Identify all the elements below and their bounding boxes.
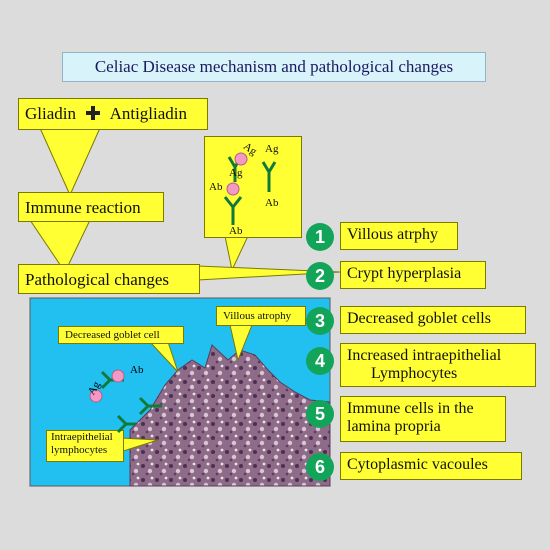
badge-3: 3 [306, 307, 334, 335]
badge-1: 1 [306, 223, 334, 251]
change-6: Cytoplasmic vacoules [340, 452, 522, 480]
antibody-icon-3 [223, 196, 243, 225]
goblet-callout: Decreased goblet cell [58, 326, 184, 344]
change-5-line1: Immune cells in the [347, 400, 474, 417]
antigen-icon-1 [234, 152, 248, 166]
ab-label-3: Ab [229, 225, 243, 237]
change-5: Immune cells in the lamina propria [340, 396, 506, 442]
change-2: Crypt hyperplasia [340, 261, 486, 289]
antibody-icons [223, 152, 277, 225]
pathological-changes-box: Pathological changes [18, 264, 200, 294]
intraepithelial-line1: Intraepithelial [51, 431, 113, 443]
gliadin-box: Gliadin Antigliadin [18, 98, 208, 130]
badge-2: 2 [306, 262, 334, 290]
micro-antigen-1 [89, 389, 103, 403]
badge-5: 5 [306, 400, 334, 428]
change-1: Villous atrphy [340, 222, 458, 250]
change-3: Decreased goblet cells [340, 306, 526, 334]
change-4: Increased intraepithelial Lymphocytes [340, 343, 536, 387]
diagram-title: Celiac Disease mechanism and pathologica… [62, 52, 486, 82]
change-4-line2: Lymphocytes [371, 365, 458, 382]
micro-antigen-2 [111, 369, 125, 383]
villous-callout: Villous atrophy [216, 306, 306, 326]
badge-4: 4 [306, 347, 334, 375]
antibody-icon-2 [261, 161, 277, 192]
immune-reaction-box: Immune reaction [18, 192, 164, 222]
antigen-icon-2 [226, 182, 240, 196]
change-5-line2: lamina propria [347, 418, 441, 435]
ab-label-2: Ab [265, 197, 279, 209]
ab-label-1: Ab [209, 181, 223, 193]
antigliadin-label: Antigliadin [109, 104, 188, 123]
micro-ab-label: Ab [130, 364, 144, 376]
gliadin-label: Gliadin [25, 104, 76, 123]
change-4-line1: Increased intraepithelial [347, 347, 502, 364]
antibody-box: Ag Ag Ag Ab Ab Ab [204, 136, 302, 238]
ag-label-2: Ag [265, 143, 279, 155]
badge-6: 6 [306, 453, 334, 481]
plus-icon [86, 106, 101, 120]
intraepithelial-line2: lymphocytes [51, 444, 108, 456]
intraepithelial-callout: Intraepithelial lymphocytes [46, 430, 124, 462]
ag-label-3: Ag [229, 167, 243, 179]
